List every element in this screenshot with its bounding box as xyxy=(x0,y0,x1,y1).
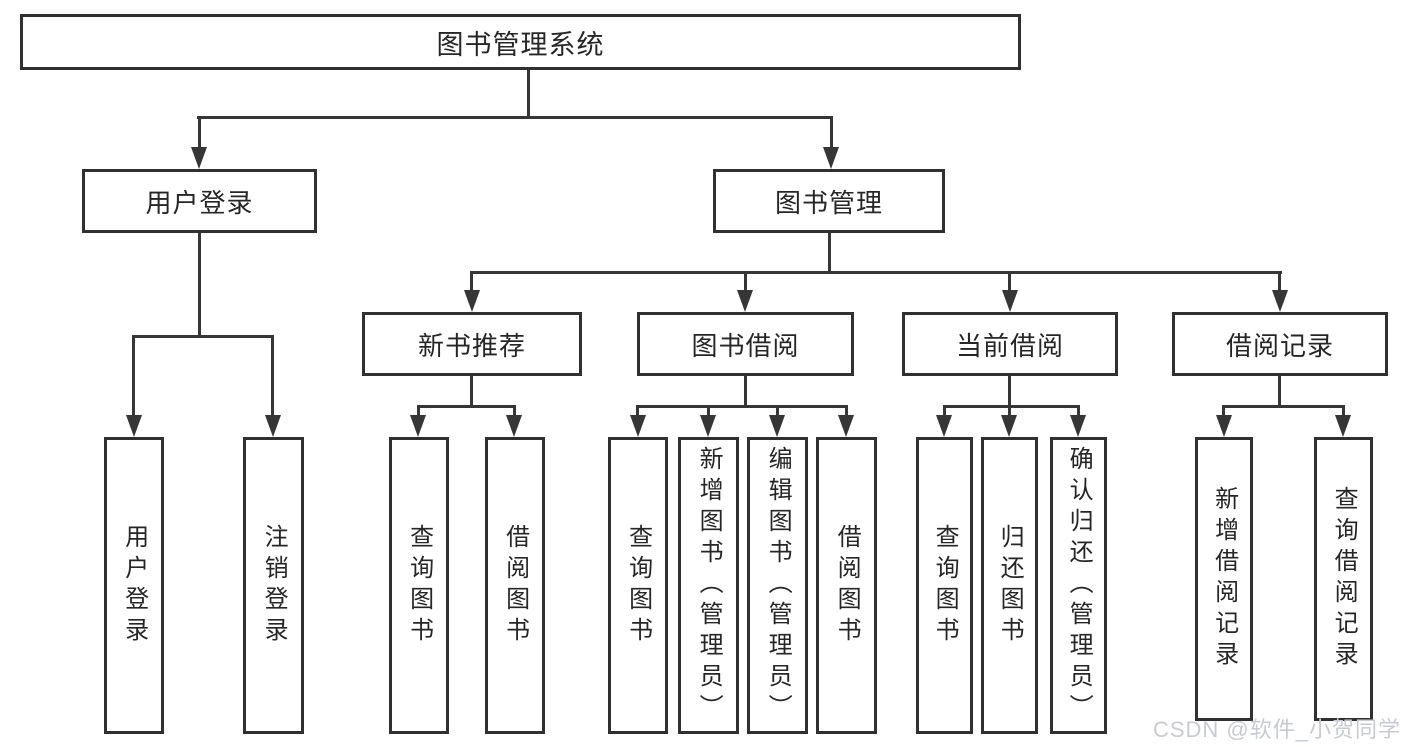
leaf-label: 查询图书 xyxy=(405,523,433,648)
connector-line xyxy=(527,69,530,119)
connector-line xyxy=(198,116,201,149)
leaf-label: 查询借阅记录 xyxy=(1330,486,1358,672)
arrow-down-icon xyxy=(1002,290,1018,312)
arrow-down-icon xyxy=(630,415,646,437)
arrow-down-icon xyxy=(265,415,281,437)
node-new-book-recommend: 新书推荐 xyxy=(362,312,582,376)
connector-line xyxy=(1222,405,1345,408)
connector-line xyxy=(417,405,516,408)
node-leaf-query-book-rec: 查询图书 xyxy=(389,437,449,734)
connector-line xyxy=(1077,405,1080,417)
node-leaf-add-borrow-record: 新增借阅记录 xyxy=(1195,437,1253,721)
connector-line xyxy=(132,335,274,338)
leaf-label: 借阅图书 xyxy=(501,523,529,648)
connector-line xyxy=(1222,405,1225,417)
node-current-borrow: 当前借阅 xyxy=(902,312,1118,376)
connector-line xyxy=(1008,271,1011,293)
connector-line xyxy=(744,375,747,408)
arrow-down-icon xyxy=(1216,415,1232,437)
node-leaf-confirm-return-admin: 确认归还（管理员） xyxy=(1050,437,1107,734)
arrow-down-icon xyxy=(1070,415,1086,437)
connector-line xyxy=(470,271,1282,274)
arrow-down-icon xyxy=(1335,415,1351,437)
csdn-watermark: CSDN @软件_小贺同学 xyxy=(1152,717,1401,742)
connector-line xyxy=(943,405,1080,408)
leaf-label: 查询图书 xyxy=(931,523,959,648)
connector-line xyxy=(1278,375,1281,408)
leaf-label: 用户登录 xyxy=(120,523,148,648)
arrow-down-icon xyxy=(1001,415,1017,437)
node-borrow-records: 借阅记录 xyxy=(1172,312,1388,376)
arrow-down-icon xyxy=(838,415,854,437)
arrow-down-icon xyxy=(769,415,785,437)
arrow-down-icon xyxy=(126,415,142,437)
node-leaf-add-book-admin: 新增图书（管理员） xyxy=(678,437,739,734)
leaf-label: 查询图书 xyxy=(624,523,652,648)
arrow-down-icon xyxy=(410,415,426,437)
leaf-label: 注销登录 xyxy=(260,523,288,648)
node-leaf-query-book-borrow: 查询图书 xyxy=(608,437,668,734)
connector-line xyxy=(271,335,274,417)
connector-line xyxy=(845,405,848,417)
connector-line xyxy=(1008,375,1011,408)
node-user-login-branch: 用户登录 xyxy=(82,169,317,233)
connector-line xyxy=(132,335,135,417)
node-book-management: 图书管理 xyxy=(713,169,945,233)
arrow-down-icon xyxy=(823,147,839,169)
connector-line xyxy=(198,232,201,338)
node-leaf-borrow-book-rec: 借阅图书 xyxy=(485,437,545,734)
arrow-down-icon xyxy=(700,415,716,437)
leaf-label: 归还图书 xyxy=(996,523,1024,648)
connector-line xyxy=(513,405,516,417)
leaf-label: 编辑图书（管理员） xyxy=(764,446,792,725)
arrow-down-icon xyxy=(737,290,753,312)
connector-line xyxy=(1342,405,1345,417)
connector-line xyxy=(830,116,833,149)
node-leaf-user-login: 用户登录 xyxy=(104,437,164,734)
connector-line xyxy=(636,405,848,408)
node-leaf-query-borrow-record: 查询借阅记录 xyxy=(1314,437,1373,721)
arrow-down-icon xyxy=(506,415,522,437)
arrow-down-icon xyxy=(936,415,952,437)
leaf-label: 确认归还（管理员） xyxy=(1065,446,1093,725)
connector-line xyxy=(470,271,473,293)
connector-line xyxy=(707,405,710,417)
node-root-system: 图书管理系统 xyxy=(20,14,1021,70)
connector-line xyxy=(776,405,779,417)
arrow-down-icon xyxy=(191,147,207,169)
connector-line xyxy=(744,271,747,293)
node-leaf-edit-book-admin: 编辑图书（管理员） xyxy=(747,437,808,734)
node-leaf-logout: 注销登录 xyxy=(243,437,304,734)
connector-line xyxy=(636,405,639,417)
connector-line xyxy=(417,405,420,417)
connector-line xyxy=(197,116,833,119)
node-book-borrow: 图书借阅 xyxy=(637,312,854,376)
node-leaf-return-book: 归还图书 xyxy=(981,437,1038,734)
arrow-down-icon xyxy=(464,290,480,312)
leaf-label: 新增借阅记录 xyxy=(1210,486,1238,672)
connector-line xyxy=(470,375,473,408)
node-leaf-query-book-current: 查询图书 xyxy=(916,437,973,734)
leaf-label: 借阅图书 xyxy=(833,523,861,648)
arrow-down-icon xyxy=(1272,290,1288,312)
connector-line xyxy=(1278,271,1281,293)
connector-line xyxy=(1008,405,1011,417)
node-leaf-borrow-book: 借阅图书 xyxy=(816,437,877,734)
connector-line xyxy=(943,405,946,417)
leaf-label: 新增图书（管理员） xyxy=(695,446,723,725)
connector-line xyxy=(828,232,831,274)
